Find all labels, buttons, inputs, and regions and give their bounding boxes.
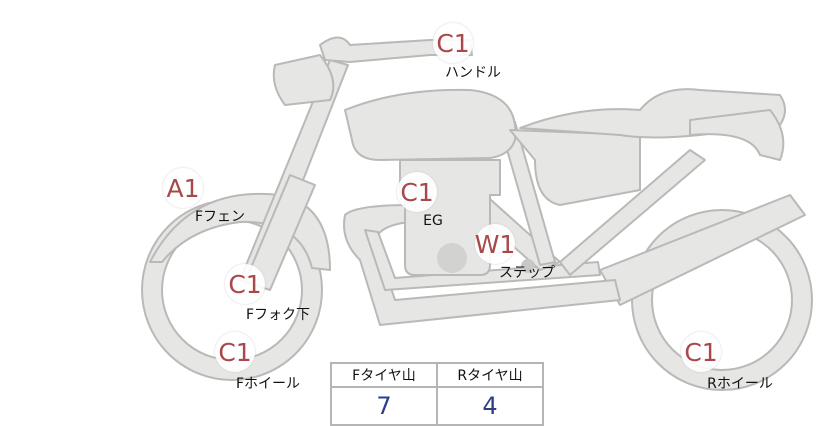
damage-code-rear-wheel[interactable]: C1 <box>681 332 721 372</box>
fuel-tank <box>344 88 517 161</box>
front-tire-value: 7 <box>330 386 438 426</box>
damage-code-front-wheel[interactable]: C1 <box>215 332 255 372</box>
part-label-step: ステップ <box>499 265 555 281</box>
part-label-handlebar: ハンドル <box>445 65 501 81</box>
part-label-engine: EG <box>423 213 443 229</box>
rear-tire-value: 4 <box>436 386 544 426</box>
damage-code: C1 <box>684 337 718 367</box>
damage-code: W1 <box>474 229 516 259</box>
part-label-rear-wheel: Rホイール <box>707 376 773 392</box>
part-label-front-fork-lower: Fフォク下 <box>245 307 311 323</box>
damage-code: C1 <box>218 337 252 367</box>
damage-code: C1 <box>400 177 434 207</box>
tire-tread-table: Fタイヤ山 Rタイヤ山 7 4 <box>330 362 544 426</box>
rear-tire-header: Rタイヤ山 <box>436 362 544 388</box>
damage-code-step[interactable]: W1 <box>475 224 515 264</box>
damage-code-handlebar[interactable]: C1 <box>433 23 473 63</box>
damage-code: C1 <box>436 28 470 58</box>
damage-code: A1 <box>166 173 200 203</box>
damage-code-front-fork-lower[interactable]: C1 <box>225 264 265 304</box>
damage-code-engine[interactable]: C1 <box>397 172 437 212</box>
exhaust <box>343 204 621 326</box>
front-tire-header: Fタイヤ山 <box>330 362 438 388</box>
damage-code: C1 <box>228 269 262 299</box>
part-label-front-wheel: Fホイール <box>235 376 301 392</box>
part-label-front-fender: Fフェン <box>194 209 246 225</box>
damage-code-front-fender[interactable]: A1 <box>163 168 203 208</box>
headlight <box>272 54 335 106</box>
